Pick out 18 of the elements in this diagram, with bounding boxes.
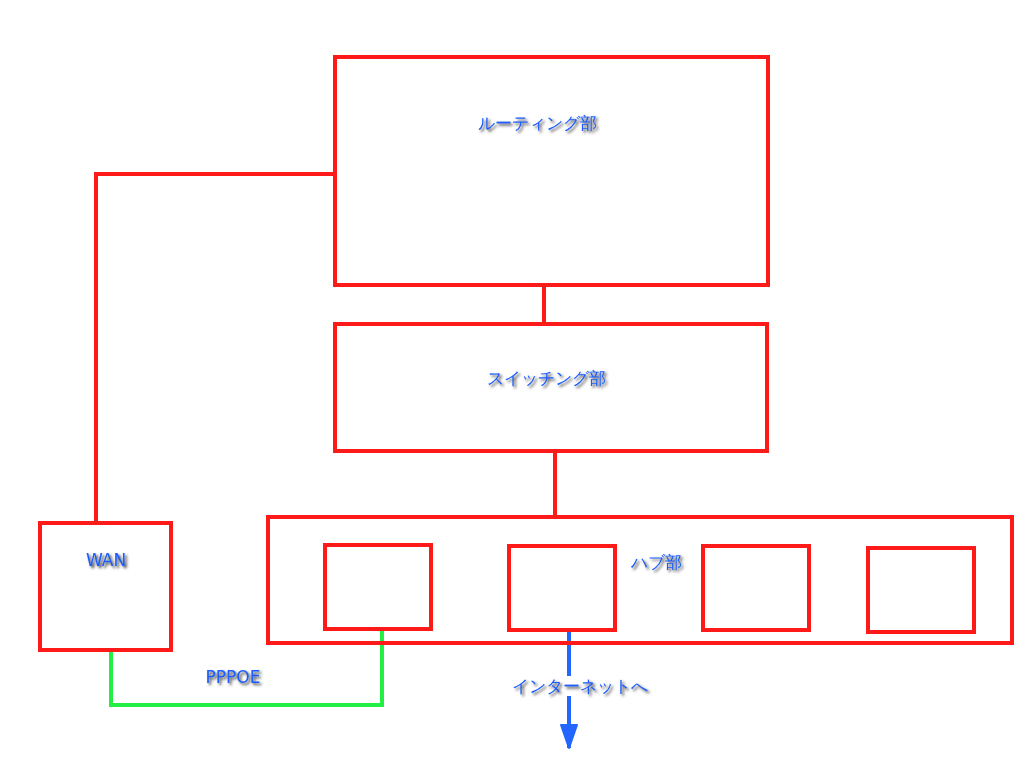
port-box [701,544,811,632]
node-label: スイッチング部 [486,368,606,388]
connector-line [553,453,557,515]
node-label: ハブ部 [630,552,682,572]
node-label: ルーティング部 [477,113,597,133]
routing-box [333,55,770,287]
edge-label: インターネットへ [510,676,650,696]
wan-box [38,521,173,652]
port-box [507,544,617,632]
node-label: WAN [85,550,127,570]
connector-line [94,172,333,521]
connector-line [109,631,384,707]
arrow [560,632,578,749]
switching-box [333,322,769,453]
hub-box [266,515,1014,645]
port-box [866,546,976,634]
port-box [323,543,433,631]
connector-line [542,287,546,322]
